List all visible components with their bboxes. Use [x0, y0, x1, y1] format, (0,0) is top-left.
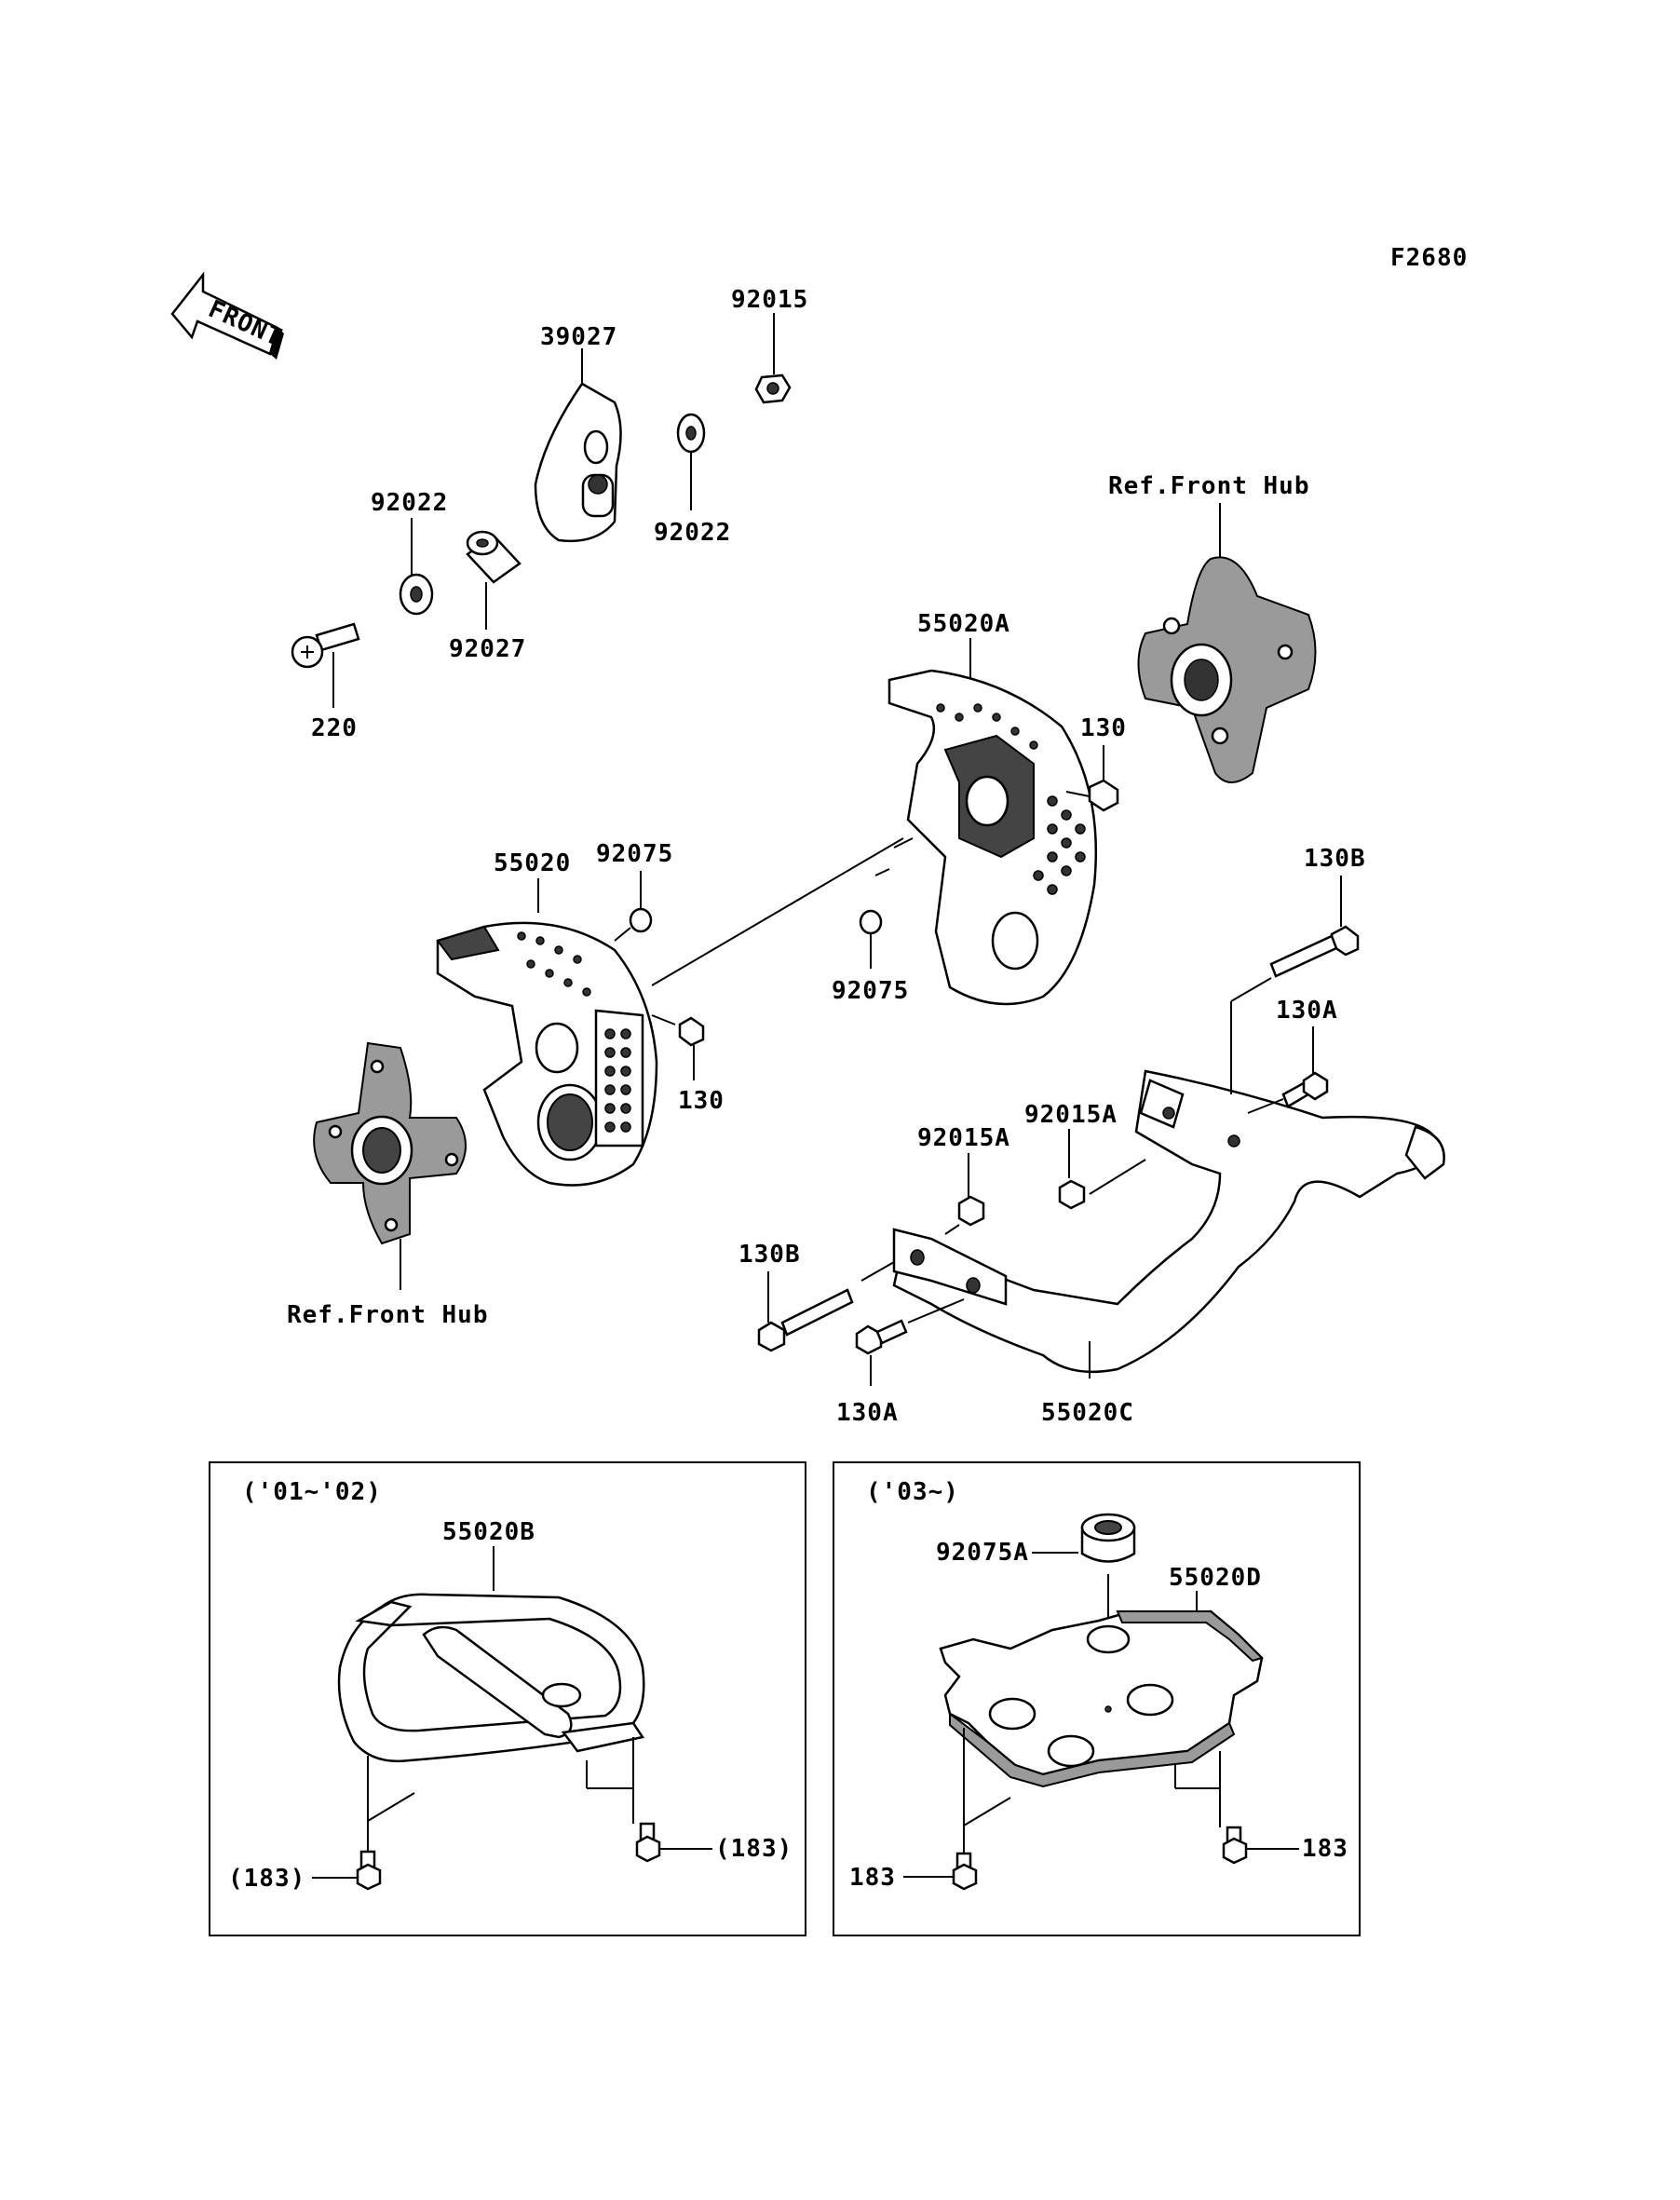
disc-holes-55020A	[936, 703, 1086, 895]
bolt-130B-right	[1230, 876, 1360, 1094]
label-220: 220	[311, 714, 358, 742]
variant-box-03	[833, 1461, 1361, 1936]
label-92015A-mid: 92015A	[917, 1124, 1010, 1152]
rubber-damper-92075A	[1080, 1513, 1136, 1709]
box-left-part-label: 55020B	[442, 1518, 535, 1546]
bolt-183-box-left-2	[635, 1822, 712, 1863]
grommet-92075-left	[614, 871, 653, 942]
label-92022-right: 92022	[654, 519, 731, 547]
label-55020: 55020	[494, 849, 571, 877]
label-ref-front-hub-bottom: Ref.Front Hub	[287, 1301, 489, 1329]
label-ref-front-hub-top: Ref.Front Hub	[1108, 472, 1310, 500]
nut-92015A-mid	[944, 1153, 985, 1235]
box-right-bolt-right-label: 183	[1302, 1835, 1348, 1863]
box-right-years: ('03~)	[866, 1478, 959, 1506]
bolt-183-box-right-1	[903, 1852, 978, 1891]
variant-box-01-02	[209, 1461, 806, 1936]
box-left-bolt-left-label: (183)	[228, 1865, 305, 1893]
disc-holes-55020	[517, 931, 631, 1133]
figure-code: F2680	[1390, 244, 1468, 272]
brake-disc-cover-55020	[436, 921, 658, 1187]
bolt-130-top	[1065, 745, 1119, 812]
axle-line	[651, 837, 904, 986]
label-92075-mid: 92075	[832, 977, 909, 1005]
box-right-part-label: 55020D	[1169, 1564, 1262, 1592]
skid-guard-55020B	[337, 1593, 645, 1824]
box-left-years: ('01~'02)	[242, 1478, 382, 1506]
washer-92022-left	[399, 518, 434, 616]
block-39027	[534, 348, 622, 542]
bolt-130-left	[651, 1014, 705, 1080]
guard-bar-55020C	[892, 1069, 1445, 1378]
brake-disc-cover-55020A	[887, 669, 1098, 1006]
bolt-130A-bottom	[855, 1298, 965, 1386]
label-39027: 39027	[540, 323, 617, 351]
bolt-130B-left	[757, 1261, 895, 1352]
label-130B-left: 130B	[738, 1241, 801, 1269]
label-130A-right: 130A	[1276, 997, 1338, 1025]
bolt-183-box-right-2	[1222, 1826, 1299, 1865]
skid-plate-55020D	[939, 1609, 1264, 1854]
box-right-part-top-label: 92075A	[936, 1539, 1029, 1567]
box-right-bolt-left-label: 183	[849, 1864, 896, 1892]
washer-92022-right	[676, 413, 706, 510]
collar-92027	[466, 530, 522, 630]
label-92075-left: 92075	[596, 840, 673, 868]
front-arrow-icon: FRONT	[170, 271, 286, 360]
grommet-92075-mid	[859, 868, 890, 969]
label-130-top: 130	[1080, 714, 1127, 742]
label-130A-bottom: 130A	[836, 1399, 899, 1427]
label-92022-left: 92022	[371, 489, 448, 517]
bolt-130A-right	[1247, 1026, 1329, 1114]
label-55020A: 55020A	[917, 610, 1010, 638]
box-left-bolt-right-label: (183)	[715, 1835, 793, 1863]
label-92027: 92027	[449, 635, 526, 663]
label-130B-right: 130B	[1304, 845, 1366, 873]
bolt-183-box-left-1	[312, 1821, 382, 1891]
front-hub-bottom	[313, 1041, 467, 1290]
front-hub-top	[1137, 503, 1317, 783]
label-130-left: 130	[678, 1087, 725, 1115]
label-92015: 92015	[731, 286, 808, 314]
label-55020C: 55020C	[1041, 1399, 1134, 1427]
screw-220	[291, 622, 360, 708]
label-92015A-right: 92015A	[1024, 1101, 1118, 1129]
nut-92015A-right	[1058, 1129, 1146, 1210]
nut-92015	[754, 313, 792, 404]
